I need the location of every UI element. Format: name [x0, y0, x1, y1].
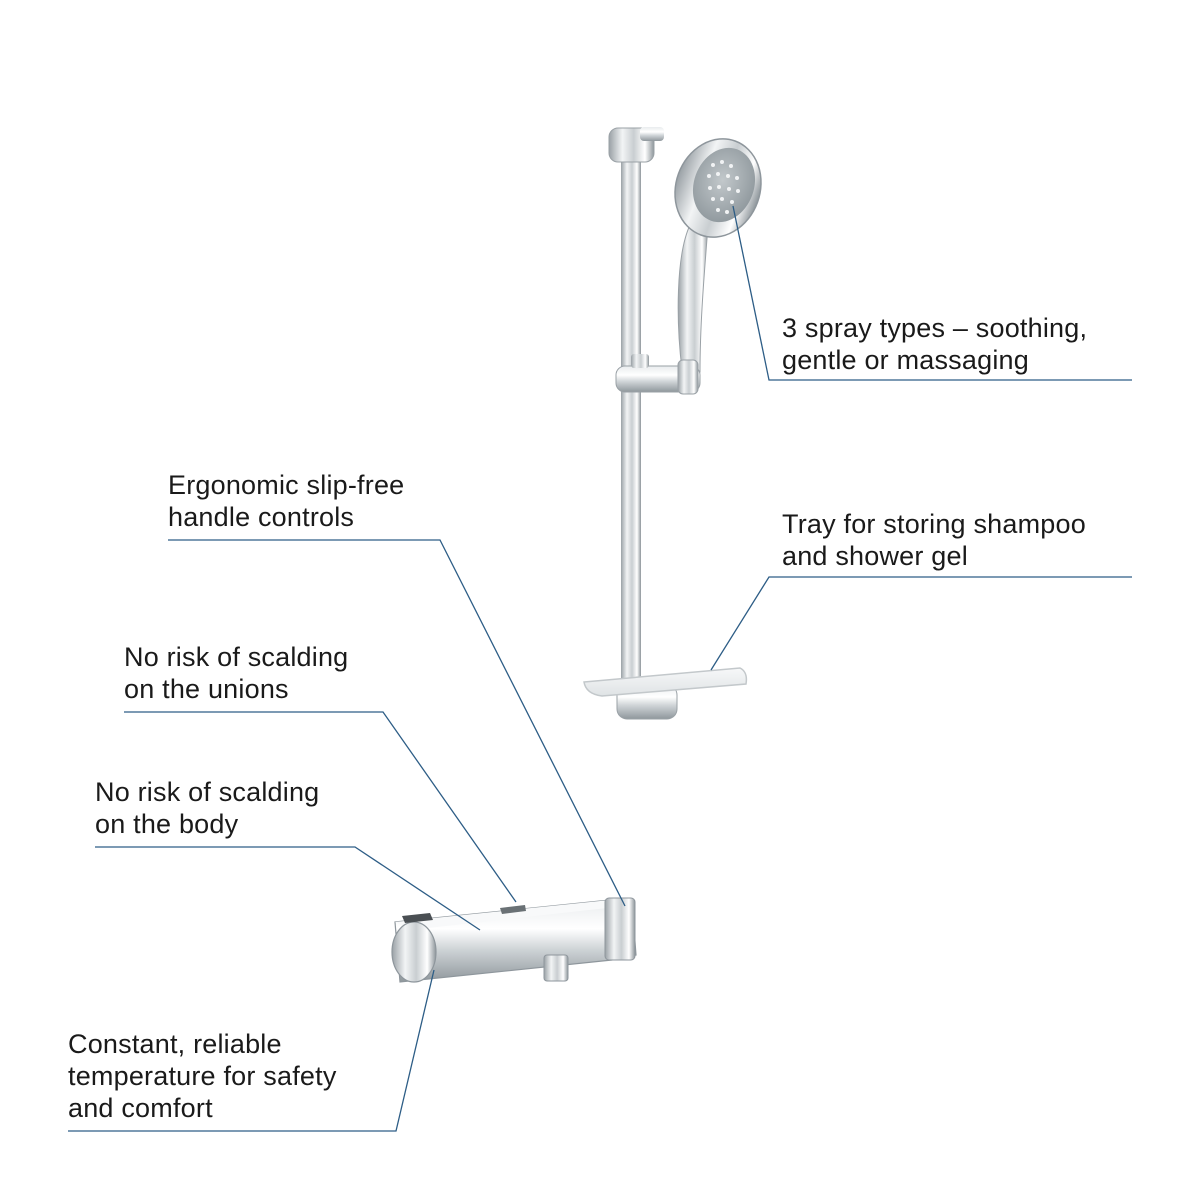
callout-tray: Tray for storing shampoo and shower gel: [782, 508, 1086, 572]
leader-line-body: [95, 846, 481, 931]
callout-handle-line1: Ergonomic slip-free: [168, 470, 405, 500]
leader-line-spray: [732, 205, 1132, 381]
leader-line-unions: [124, 711, 517, 903]
callout-body-line1: No risk of scalding: [95, 777, 320, 807]
callout-spray-line1: 3 spray types – soothing,: [782, 313, 1088, 343]
hand-shower: [674, 138, 762, 373]
callout-temperature: Constant, reliable temperature for safet…: [68, 1028, 337, 1124]
callout-body-line2: on the body: [95, 809, 239, 839]
callout-handle-line2: handle controls: [168, 502, 355, 532]
callout-temperature-line1: Constant, reliable: [68, 1029, 282, 1059]
leader-lines: [68, 205, 1132, 1132]
callout-tray-line1: Tray for storing shampoo: [782, 509, 1086, 539]
soap-tray: [583, 667, 748, 720]
callout-handle-controls: Ergonomic slip-free handle controls: [168, 469, 404, 533]
leader-line-temperature: [68, 969, 435, 1132]
shower-rail: [608, 127, 664, 685]
callout-spray-line2: gentle or massaging: [782, 345, 1029, 375]
callout-spray-types: 3 spray types – soothing, gentle or mass…: [782, 312, 1087, 376]
leader-line-handle: [168, 539, 626, 907]
leader-line-tray: [710, 576, 1132, 671]
callout-temperature-line3: and comfort: [68, 1093, 213, 1123]
callout-unions-line1: No risk of scalding: [124, 642, 349, 672]
shower-hose: [549, 370, 694, 1130]
rail-slider-bracket: [615, 354, 701, 395]
callout-unions: No risk of scalding on the unions: [124, 641, 348, 705]
callout-tray-line2: and shower gel: [782, 541, 968, 571]
callout-temperature-line2: temperature for safety: [68, 1061, 337, 1091]
thermostat-mixer: [391, 897, 637, 983]
callout-unions-line2: on the unions: [124, 674, 289, 704]
callout-body: No risk of scalding on the body: [95, 776, 319, 840]
